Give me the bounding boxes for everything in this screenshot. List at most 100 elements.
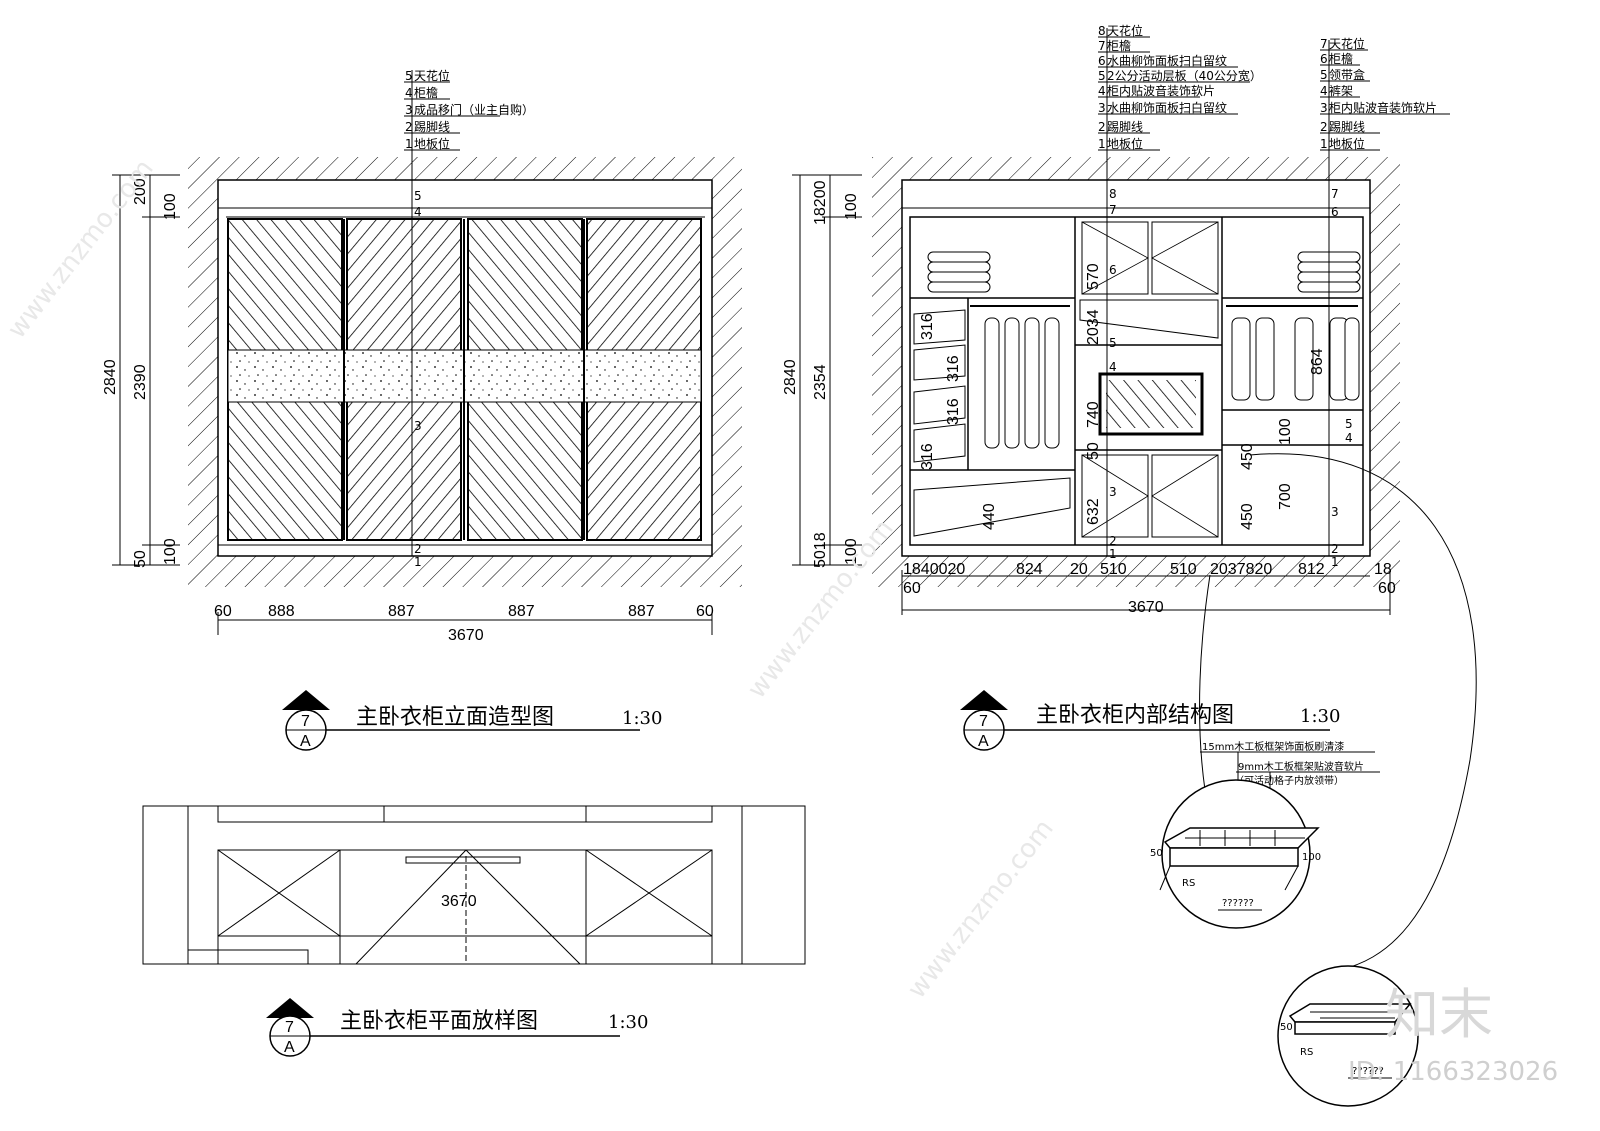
marker-5: 5 (414, 189, 422, 203)
interior-left-dim-lines (792, 174, 862, 566)
right-marker-5: 5 (1345, 417, 1353, 431)
right-marker-1: 1 (1331, 555, 1339, 569)
detail-placeholder-1: ?????? (1222, 898, 1254, 909)
right-leader-3-text: 柜内贴波音装饰软片 (1329, 100, 1437, 115)
right-leader-1-num: 1 (1320, 137, 1328, 151)
dim-887-c: 887 (628, 603, 655, 620)
mid-leader-4-num: 4 (1098, 84, 1106, 98)
title-text-plan: 主卧衣柜平面放样图 (340, 1009, 538, 1034)
mid-leader-2-num: 2 (1098, 120, 1106, 134)
dim-50: 50 (132, 550, 149, 568)
inner-dim-450-b: 450 (1239, 503, 1256, 530)
inner-dim-864: 864 (1309, 348, 1326, 375)
interior-dim-2037820: 2037820 (1210, 561, 1272, 578)
elevation-drawing: 5 天花位 4 柜檐 3 成品移门（业主自购） 2 踢脚线 1 地板位 5 4 … (102, 68, 742, 644)
mid-marker-7: 7 (1109, 203, 1117, 217)
right-marker-4: 4 (1345, 431, 1353, 445)
folded-clothes-left (927, 251, 991, 293)
inner-dim-50: 50 (1085, 442, 1102, 460)
right-leader-4-num: 4 (1320, 84, 1328, 98)
mid-marker-5: 5 (1109, 336, 1117, 350)
interior-dim-60-right: 60 (1378, 580, 1396, 597)
interior-dim-1840020: 1840020 (903, 561, 965, 578)
leader-5-num: 5 (405, 69, 413, 83)
right-leader-6-text: 柜檐 (1329, 52, 1353, 66)
hanging-clothes (984, 317, 1360, 449)
dim-2840: 2840 (102, 359, 119, 395)
dim-2390: 2390 (132, 364, 149, 400)
tag-top-plan: 7 (285, 1019, 294, 1036)
inner-dim-740: 740 (1085, 401, 1102, 428)
interior-inner-dims: 316 316 316 316 440 570 2034 740 50 632 … (919, 263, 1326, 530)
inner-dim-450-a: 450 (1239, 443, 1256, 470)
right-leader-6-num: 6 (1320, 52, 1328, 66)
mid-leader-5-text: 2公分活动层板（40公分宽） (1107, 68, 1262, 83)
inner-dim-570: 570 (1085, 263, 1102, 290)
detail-dim-rs-b: RS (1300, 1047, 1313, 1058)
title-interior: 7 A 主卧衣柜内部结构图 1:30 (960, 690, 1340, 751)
right-leader-4-text: 裤架 (1329, 84, 1353, 98)
title-plan: 7 A 主卧衣柜平面放样图 1:30 (266, 998, 648, 1057)
plan-dim-total: 3670 (441, 893, 477, 910)
title-text-elevation: 主卧衣柜立面造型图 (356, 705, 554, 730)
mid-marker-8: 8 (1109, 187, 1117, 201)
dim-60-right: 60 (696, 603, 714, 620)
right-marker-2: 2 (1331, 542, 1339, 556)
mid-leader-4-text: 柜内贴波音装饰软片 (1107, 83, 1215, 98)
detail-dim-100-a: 100 (1302, 852, 1321, 863)
interior-bottom-dim-lines (901, 570, 1391, 615)
right-marker-6: 6 (1331, 205, 1339, 219)
interior-leader-labels-right: 7 天花位 6 柜檐 5 领带盒 4 裤架 3 柜内贴波音装饰软片 2 踢脚线 … (1320, 36, 1450, 569)
scale-plan: 1:30 (608, 1012, 648, 1033)
mid-leader-1-num: 1 (1098, 137, 1106, 151)
dim-100-bottom: 100 (162, 538, 179, 565)
marker-3: 3 (414, 419, 422, 433)
mid-leader-8-text: 天花位 (1107, 23, 1143, 38)
tag-top-elevation: 7 (301, 713, 310, 730)
right-leader-7-text: 天花位 (1329, 36, 1365, 51)
title-text-interior: 主卧衣柜内部结构图 (1036, 703, 1234, 728)
leader-4-num: 4 (405, 86, 413, 100)
interior-dim-18: 18 (1374, 561, 1392, 578)
tag-bottom-elevation: A (300, 733, 311, 750)
inner-dim-700: 700 (1277, 483, 1294, 510)
watermark-site-3: www.znzmo.com (902, 814, 1060, 1004)
interior-dim-510-a: 510 (1100, 561, 1127, 578)
inner-dim-440: 440 (981, 503, 998, 530)
interior-dim-2840: 2840 (782, 359, 799, 395)
dim-888: 888 (268, 603, 295, 620)
inner-dim-316-c: 316 (945, 398, 962, 425)
mid-leader-7-text: 柜檐 (1107, 39, 1131, 53)
right-leader-2-text: 踢脚线 (1329, 119, 1365, 134)
mid-marker-3: 3 (1109, 485, 1117, 499)
detail-dim-rs-a: RS (1182, 878, 1195, 889)
tag-bottom-plan: A (284, 1039, 295, 1056)
leader-3-text: 成品移门（业主自购） (414, 102, 534, 117)
leader-1-text: 地板位 (414, 136, 450, 151)
tag-bottom-interior: A (978, 733, 989, 750)
mid-leader-1-text: 地板位 (1107, 136, 1143, 151)
interior-drawing: 8 天花位 7 柜檐 6 水曲柳饰面板扫白留纹 5 2公分活动层板（40公分宽）… (782, 23, 1450, 616)
right-leader-7-num: 7 (1320, 37, 1328, 51)
elevation-left-dims (112, 174, 180, 566)
mid-marker-4: 4 (1109, 360, 1117, 374)
interior-dim-18200: 18200 (812, 180, 829, 225)
inner-dim-316-a: 316 (919, 313, 936, 340)
angled-shelves (913, 299, 1219, 537)
inner-dim-2034: 2034 (1085, 309, 1102, 345)
dim-887-a: 887 (388, 603, 415, 620)
right-leader-2-num: 2 (1320, 120, 1328, 134)
interior-dim-100-top: 100 (843, 193, 860, 220)
mid-leader-6-text: 水曲柳饰面板扫白留纹 (1107, 53, 1227, 68)
right-leader-5-num: 5 (1320, 68, 1328, 82)
mid-leader-7-num: 7 (1098, 39, 1106, 53)
watermark-brand: 知末 (1385, 983, 1493, 1046)
mid-leader-8-num: 8 (1098, 24, 1106, 38)
interior-dim-2354: 2354 (812, 364, 829, 400)
marker-1: 1 (414, 555, 422, 569)
mid-leader-3-text: 水曲柳饰面板扫白留纹 (1107, 100, 1227, 115)
interior-dim-824: 824 (1016, 561, 1043, 578)
mid-leader-5-num: 5 (1098, 69, 1106, 83)
leader-2-text: 踢脚线 (414, 119, 450, 134)
